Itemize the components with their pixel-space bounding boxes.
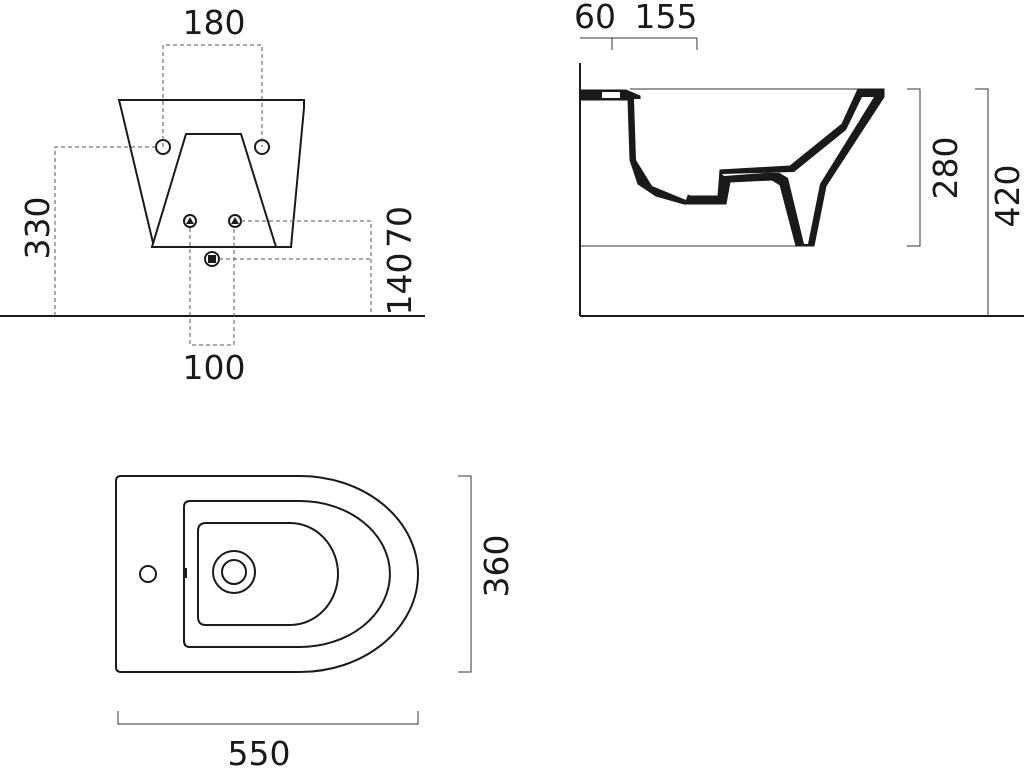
bowl-inner-channel: [634, 99, 690, 200]
dim-label-lower-connection: 140: [380, 253, 419, 316]
dim-line-330: [54, 146, 156, 316]
dim-line-180: [162, 44, 263, 147]
top-bowl-outline: [197, 522, 339, 626]
dim-label-length: 550: [228, 734, 291, 768]
dim-label-rear-offset: 60: [574, 0, 616, 36]
dim-line-100: [189, 228, 235, 346]
top-view: 550 360: [115, 475, 516, 768]
dim-label-connection-spacing: 100: [183, 348, 246, 387]
dim-label-bowl-height: 280: [926, 137, 965, 200]
fixing-slot: [602, 92, 620, 98]
water-inlet-right-triangle: [231, 217, 239, 224]
bowl-inner-wall: [722, 97, 874, 244]
drain-outlet-square: [208, 255, 216, 263]
dim-line-550: [117, 711, 419, 725]
dim-label-width: 360: [477, 535, 516, 598]
top-overflow-mark: [184, 568, 187, 578]
top-drain-inner: [221, 559, 247, 585]
dim-label-fixing-distance: 180: [183, 3, 246, 42]
side-view: 60 155 280 420: [574, 0, 1024, 317]
bowl-section: [579, 88, 885, 247]
dim-label-overall-height: 330: [18, 197, 57, 260]
dim-label-rim-height: 420: [988, 165, 1024, 228]
dim-line-70: [241, 220, 372, 316]
dim-label-hole-position: 155: [635, 0, 698, 36]
dim-line-280: [907, 88, 921, 247]
top-tap-hole: [139, 565, 157, 583]
dim-line-420: [975, 88, 989, 316]
front-inner-recess: [150, 133, 278, 248]
dim-label-upper-connection: 70: [380, 206, 419, 248]
water-inlet-left-triangle: [186, 217, 194, 224]
dim-line-360: [458, 475, 472, 673]
front-view: 180 330 70 140 100: [0, 3, 425, 387]
